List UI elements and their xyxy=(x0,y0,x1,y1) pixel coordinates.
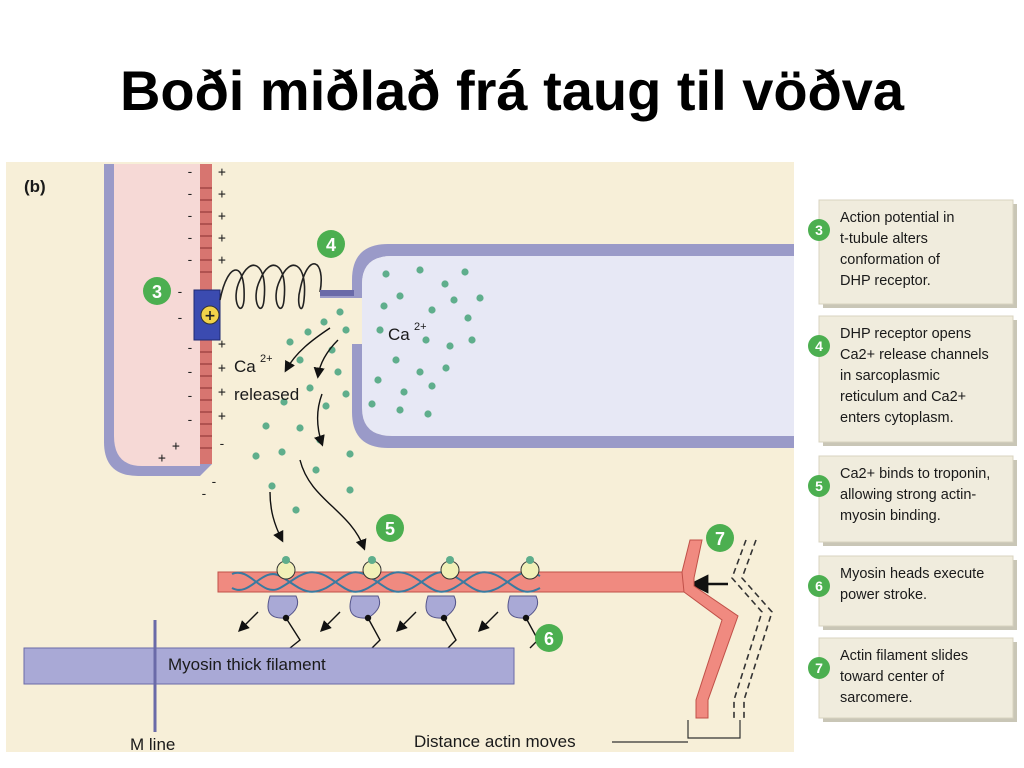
svg-text:-: - xyxy=(186,365,194,380)
step-text-line: allowing strong actin- xyxy=(840,487,976,503)
step-box xyxy=(818,455,1014,543)
svg-text:-: - xyxy=(186,413,194,428)
released-label: released xyxy=(234,385,299,404)
step-box xyxy=(818,199,1014,305)
actin-new-position xyxy=(731,539,763,718)
step-number: 7 xyxy=(815,660,823,676)
myosin-thick-filament xyxy=(23,647,515,685)
svg-text:+: + xyxy=(218,187,226,202)
slide-title: Boði miðlað frá taug til vöðva xyxy=(119,59,905,122)
step-box xyxy=(818,637,1014,719)
step-number: 4 xyxy=(815,338,823,354)
step-text-line: enters cytoplasm. xyxy=(840,410,954,426)
step-item-5: 5 Ca2+ binds to troponin, allowing strong … xyxy=(808,455,1017,546)
step-text-line: Ca2+ binds to troponin, xyxy=(840,466,990,482)
step-text-line: DHP receptor. xyxy=(840,273,931,289)
svg-text:+: + xyxy=(172,439,180,454)
svg-text:-: - xyxy=(218,437,226,452)
svg-text:-: - xyxy=(176,285,184,300)
ca-label-released: Ca xyxy=(234,357,256,376)
step-number-badge xyxy=(808,657,830,679)
step-text-line: myosin binding. xyxy=(840,508,941,524)
step-number-badge xyxy=(808,335,830,357)
svg-text:-: - xyxy=(186,253,194,268)
dhp-receptor: + xyxy=(193,289,221,341)
svg-text:+: + xyxy=(218,337,226,352)
svg-text:5: 5 xyxy=(385,519,395,539)
svg-text:-: - xyxy=(176,311,184,326)
svg-text:+: + xyxy=(218,361,226,376)
thick-filament-label: Myosin thick filament xyxy=(168,655,326,674)
svg-text:-: - xyxy=(186,187,194,202)
step-number: 3 xyxy=(815,222,823,238)
step-list: 3 Action potential in t-tubule alters confo… xyxy=(808,199,1017,722)
svg-text:4: 4 xyxy=(326,235,336,255)
step-text-line: sarcomere. xyxy=(840,690,913,706)
svg-text:-: - xyxy=(186,341,194,356)
sarcoplasmic-reticulum xyxy=(320,244,794,448)
step-item-6: 6 Myosin heads execute power stroke. xyxy=(808,555,1017,630)
svg-text:-: - xyxy=(186,209,194,224)
step-text-line: t-tubule alters xyxy=(840,231,928,247)
membrane-charges: - - - - - - - - - - - + + + + + + + + + … xyxy=(158,165,226,502)
calcium-flow-arrows xyxy=(269,327,728,594)
step-number: 5 xyxy=(815,478,823,494)
svg-text:6: 6 xyxy=(544,629,554,649)
calcium-ions xyxy=(252,266,484,514)
svg-text:-: - xyxy=(186,165,194,180)
step-text-line: power stroke. xyxy=(840,587,927,603)
step-number-badge xyxy=(808,475,830,497)
receptor-linker-coil xyxy=(219,263,322,310)
step-item-3: 3 Action potential in t-tubule alters confo… xyxy=(808,199,1017,308)
step-text-line: Action potential in xyxy=(840,210,954,226)
diagram-step-badges: 3 4 5 6 7 xyxy=(143,230,734,652)
svg-text:+: + xyxy=(218,409,226,424)
step-number: 6 xyxy=(815,578,823,594)
ca-charge-released: 2+ xyxy=(260,353,273,365)
svg-text:+: + xyxy=(218,385,226,400)
svg-text:-: - xyxy=(210,475,218,490)
svg-text:+: + xyxy=(218,165,226,180)
distance-label: Distance actin moves xyxy=(414,732,576,751)
step-number-badge xyxy=(808,575,830,597)
svg-text:3: 3 xyxy=(152,282,162,302)
step-text-line: Ca2+ release channels xyxy=(840,347,989,363)
step-text-line: reticulum and Ca2+ xyxy=(840,389,966,405)
step-item-7: 7 Actin filament slides toward center of sa… xyxy=(808,637,1017,722)
ca-charge-sr: 2+ xyxy=(414,321,427,333)
step-text-line: conformation of xyxy=(840,252,941,268)
troponin-complexes xyxy=(276,556,540,580)
step-text-line: DHP receptor opens xyxy=(840,326,971,342)
svg-text:+: + xyxy=(218,231,226,246)
t-tubule xyxy=(104,164,212,476)
svg-text:-: - xyxy=(186,389,194,404)
step-box xyxy=(818,315,1014,443)
svg-text:7: 7 xyxy=(715,529,725,549)
svg-text:+: + xyxy=(218,209,226,224)
panel-label: (b) xyxy=(24,177,46,196)
step-text-line: in sarcoplasmic xyxy=(840,368,940,384)
myosin-heads xyxy=(238,595,539,649)
svg-text:-: - xyxy=(200,487,208,502)
svg-text:+: + xyxy=(158,451,166,466)
m-line-label: M line xyxy=(130,735,175,754)
step-text-line: toward center of xyxy=(840,669,945,685)
ca-label-sr: Ca xyxy=(388,325,410,344)
svg-text:-: - xyxy=(186,231,194,246)
svg-text:+: + xyxy=(204,308,216,324)
step-number-badge xyxy=(808,219,830,241)
step-text-line: Myosin heads execute xyxy=(840,566,984,582)
distance-indicator xyxy=(612,720,741,743)
svg-text:+: + xyxy=(218,253,226,268)
step-text-line: Actin filament slides xyxy=(840,648,968,664)
